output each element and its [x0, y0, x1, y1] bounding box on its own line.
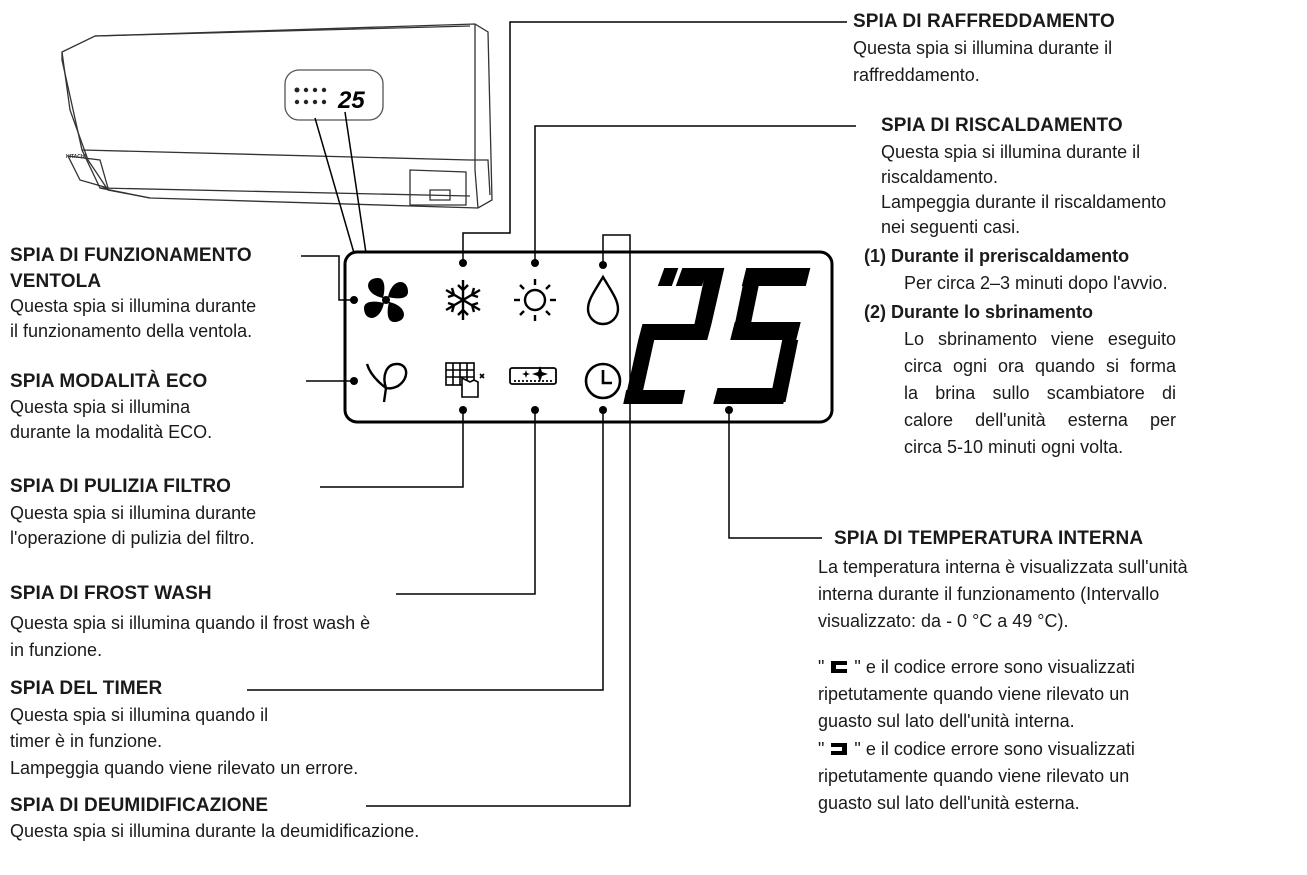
- frost-wash-indicator-desc-line1: Questa spia si illumina quando il frost …: [10, 612, 370, 635]
- cooling-indicator-title: SPIA DI RAFFREDDAMENTO: [853, 10, 1115, 34]
- fan-indicator-title-line1: SPIA DI FUNZIONAMENTO: [10, 244, 252, 268]
- indoor-temperature-desc-line3: visualizzato: da - 0 °C a 49 °C).: [818, 610, 1069, 633]
- heating-indicator-desc-line1: Questa spia si illumina durante il: [881, 141, 1140, 164]
- indoor-temperature-desc-line1: La temperatura interna è visualizzata su…: [818, 556, 1188, 579]
- eco-indicator-title: SPIA MODALITÀ ECO: [10, 370, 207, 394]
- indoor-error-symbol-icon: [829, 660, 849, 674]
- fan-indicator-desc-line2: il funzionamento della ventola.: [10, 320, 252, 343]
- frost-wash-indicator-desc-line2: in funzione.: [10, 639, 102, 662]
- heating-case2-line2: circa ogni ora quando si forma: [904, 355, 1176, 378]
- heating-case2-title: (2) Durante lo sbrinamento: [864, 301, 1093, 324]
- indoor-error-line1-text: " e il codice errore sono visualizzati: [854, 657, 1135, 677]
- heating-case2-line4: calore dell'unità esterna per: [904, 409, 1176, 432]
- cooling-indicator-desc-line2: raffreddamento.: [853, 64, 980, 87]
- heating-case2-line5: circa 5-10 minuti ogni volta.: [904, 436, 1123, 459]
- frost-wash-indicator-title: SPIA DI FROST WASH: [10, 582, 212, 606]
- mini-display-temperature: 25: [337, 87, 365, 114]
- indoor-error-line2: ripetutamente quando viene rilevato un: [818, 683, 1129, 706]
- heating-indicator-desc-line3: Lampeggia durante il riscaldamento: [881, 191, 1166, 214]
- timer-indicator-desc-line2: timer è in funzione.: [10, 730, 162, 753]
- heating-case2-line1: Lo sbrinamento viene eseguito: [904, 328, 1176, 351]
- heating-indicator-desc-line4: nei seguenti casi.: [881, 216, 1020, 239]
- outdoor-error-symbol-icon: [829, 742, 849, 756]
- outdoor-error-line3: guasto sul lato dell'unità esterna.: [818, 792, 1080, 815]
- droplet-icon: [588, 277, 618, 324]
- outdoor-error-line1-text: " e il codice errore sono visualizzati: [854, 739, 1135, 759]
- dehumidification-indicator-title: SPIA DI DEUMIDIFICAZIONE: [10, 794, 268, 818]
- snowflake-icon: [446, 280, 480, 320]
- filter-indicator-desc-line1: Questa spia si illumina durante: [10, 502, 256, 525]
- cooling-indicator-desc-line1: Questa spia si illumina durante il: [853, 37, 1112, 60]
- eco-indicator-desc-line2: durante la modalità ECO.: [10, 421, 212, 444]
- filter-clean-icon: [446, 363, 484, 397]
- timer-indicator-desc-line3: Lampeggia quando viene rilevato un error…: [10, 757, 358, 780]
- heating-case2-line3: la brina sullo scambiatore di: [904, 382, 1176, 405]
- fan-indicator-desc-line1: Questa spia si illumina durante: [10, 295, 256, 318]
- timer-indicator-title: SPIA DEL TIMER: [10, 677, 162, 701]
- filter-indicator-desc-line2: l'operazione di pulizia del filtro.: [10, 527, 255, 550]
- indoor-temperature-indicator-title: SPIA DI TEMPERATURA INTERNA: [834, 527, 1143, 551]
- timer-icon: [586, 364, 620, 398]
- indoor-error-line3: guasto sul lato dell'unità interna.: [818, 710, 1075, 733]
- fan-icon: [364, 278, 408, 322]
- leaf-icon: [367, 364, 406, 402]
- sun-icon: [514, 279, 556, 321]
- dehumidification-indicator-desc: Questa spia si illumina durante la deumi…: [10, 820, 419, 843]
- indoor-unit-illustration: [62, 24, 492, 208]
- temperature-digits: [623, 268, 810, 404]
- indoor-temperature-desc-line2: interna durante il funzionamento (Interv…: [818, 583, 1159, 606]
- heating-case1-text: Per circa 2–3 minuti dopo l'avvio.: [904, 272, 1168, 295]
- fan-indicator-title-line2: VENTOLA: [10, 270, 101, 294]
- quote-open: ": [818, 739, 824, 759]
- filter-indicator-title: SPIA DI PULIZIA FILTRO: [10, 475, 231, 499]
- frost-wash-icon: [510, 366, 556, 384]
- outdoor-error-line1: " " e il codice errore sono visualizzati: [818, 738, 1135, 761]
- quote-open: ": [818, 657, 824, 677]
- heating-case1-title: (1) Durante il preriscaldamento: [864, 245, 1129, 268]
- brand-logo: HITACHI: [66, 154, 87, 160]
- indoor-error-line1: " " e il codice errore sono visualizzati: [818, 656, 1135, 679]
- heating-indicator-title: SPIA DI RISCALDAMENTO: [881, 114, 1123, 138]
- timer-indicator-desc-line1: Questa spia si illumina quando il: [10, 704, 268, 727]
- heating-indicator-desc-line2: riscaldamento.: [881, 166, 998, 189]
- eco-indicator-desc-line1: Questa spia si illumina: [10, 396, 190, 419]
- outdoor-error-line2: ripetutamente quando viene rilevato un: [818, 765, 1129, 788]
